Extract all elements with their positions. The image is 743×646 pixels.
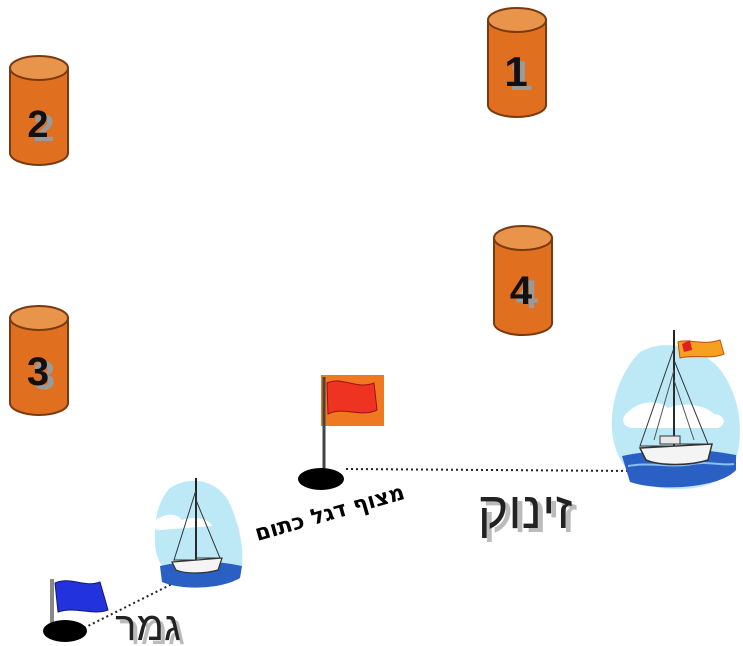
buoy-2-label: 2 xyxy=(27,104,48,146)
buoy-1-label: 1 xyxy=(504,48,527,95)
finish-mark-base xyxy=(43,620,87,642)
buoy-2: 2 2 xyxy=(10,56,68,165)
start-label: זינוק xyxy=(478,482,573,540)
buoy-1: 1 1 xyxy=(488,8,546,117)
buoy-3: 3 3 xyxy=(10,306,68,415)
start-line xyxy=(346,469,636,471)
blue-flag-icon xyxy=(55,581,108,612)
finish-label: גמר xyxy=(115,605,181,646)
orange-flag-buoy-label: מצוף דגל כתום xyxy=(252,480,407,547)
red-flag-icon xyxy=(327,381,377,414)
orange-flag-mark xyxy=(298,375,384,490)
finish-flag-mark xyxy=(43,579,108,642)
buoy-4-label: 4 xyxy=(510,269,533,313)
committee-boat-icon xyxy=(612,330,740,489)
small-boat-icon xyxy=(153,478,243,588)
mark-base xyxy=(298,468,344,490)
buoy-4: 4 4 xyxy=(494,226,552,335)
buoy-3-label: 3 xyxy=(27,350,49,394)
